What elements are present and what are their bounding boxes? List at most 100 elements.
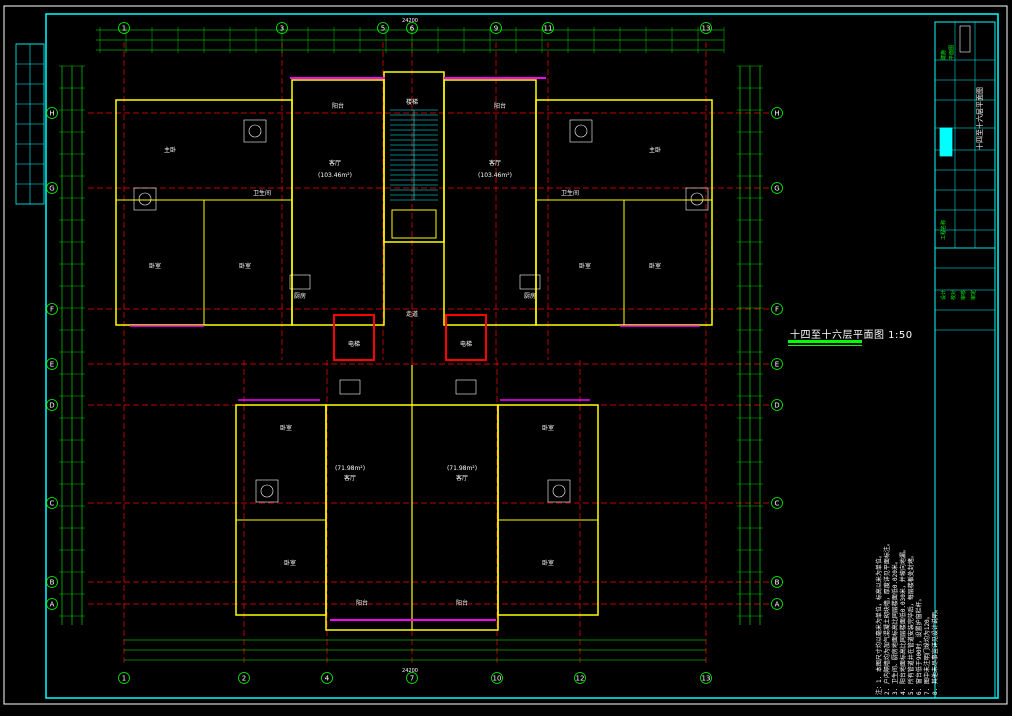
lift-shaft-right [445, 314, 487, 361]
grid-bubble-left-label: F [50, 306, 54, 314]
room-label: 阳台 [356, 599, 368, 607]
binding-cells [16, 43, 44, 185]
basin-fixture [138, 192, 152, 206]
grid-bubble-left [46, 598, 58, 610]
grid-bubble-right [771, 598, 783, 610]
title-underline [788, 340, 862, 343]
room-label: 卧室 [280, 424, 292, 432]
room-label: 卧室 [579, 262, 591, 270]
grid-bubble-top-label: 3 [280, 25, 284, 33]
grid-bubble-right [771, 358, 783, 370]
room-label: 客厅 [489, 159, 501, 167]
grid-bubble-right [771, 399, 783, 411]
room-label: 客厅 [329, 159, 341, 167]
grid-bubble-bottom [238, 672, 250, 684]
title-block-grid [935, 22, 995, 331]
basin-fixture [690, 192, 704, 206]
title-block-text: 平面图 [949, 44, 955, 60]
walls [115, 71, 713, 631]
title-block [934, 21, 996, 699]
grid-bubble-bottom [118, 672, 130, 684]
wall-lower-left-unit [235, 404, 327, 616]
grid-bubble-left-label: C [50, 500, 55, 508]
grid-bubble-left-label: D [49, 402, 54, 410]
room-label: 卧室 [149, 262, 161, 270]
title-block-text: 审定 [971, 289, 977, 300]
title-block-stamp [939, 127, 953, 157]
title-block-logo [959, 25, 971, 53]
grid-bubble-left [46, 358, 58, 370]
grid-bubble-left [46, 182, 58, 194]
fixtures [133, 119, 709, 503]
inner-frame [45, 13, 999, 699]
title-block-text: 设计 [941, 289, 947, 300]
room-label: 楼梯 [406, 98, 418, 106]
grid-bubble-right-label: F [775, 306, 779, 314]
grid-bubble-top-label: 13 [702, 25, 711, 33]
grid-bubble-top-label: 1 [122, 25, 126, 33]
title-block-text: 审核 [961, 289, 967, 300]
grid-bubble-bottom-label: 12 [576, 675, 585, 683]
grid-bubble-bottom [574, 672, 586, 684]
grid-bubble-left [46, 303, 58, 315]
grid-bubble-bottom-label: 2 [242, 675, 246, 683]
general-notes: 注：1. 本图尺寸均以毫米为单位，标高以米为单位。 2. 户内隔墙均为加气混凝土… [872, 240, 939, 700]
grid-bubble-top-label: 6 [410, 25, 415, 33]
title-block-text: 十四至十六层平面图 [976, 87, 984, 150]
grid-bubble-bottom-label: 7 [410, 675, 414, 683]
grid-bubble-top [276, 22, 288, 34]
grid-bubble-bottom [491, 672, 503, 684]
window-lines [130, 77, 700, 621]
toilet-fixture [243, 119, 267, 143]
grid-bubble-left-label: H [49, 110, 54, 118]
room-label: 电梯 [348, 340, 360, 348]
overall-dimension-bottom: 24200 [402, 668, 418, 674]
title-block-text: 建施 [941, 49, 947, 60]
kitchen-counter [519, 274, 541, 290]
grid-bubble-bottom [406, 672, 418, 684]
grid-bubble-top-label: 5 [381, 25, 385, 33]
title-block-text: 校对 [951, 289, 957, 300]
room-label: (71.98m²) [447, 465, 477, 472]
basin-fixture [574, 124, 588, 138]
room-label: 卫生间 [253, 189, 271, 197]
grid-bubble-right [771, 497, 783, 509]
kitchen-counter [289, 274, 311, 290]
grid-bubble-right-label: G [774, 185, 779, 193]
room-label: (103.46m²) [318, 172, 352, 179]
grid-bubble-right [771, 303, 783, 315]
grid-bubble-top [542, 22, 554, 34]
grid-bubble-top [490, 22, 502, 34]
door-frame [391, 209, 437, 239]
room-label: 客厅 [456, 474, 468, 482]
room-label: (103.46m²) [478, 172, 512, 179]
grid-bubble-bottom-label: 4 [325, 675, 330, 683]
kitchen-counter [339, 379, 361, 395]
room-label: 客厅 [344, 474, 356, 482]
toilet-fixture [547, 479, 571, 503]
basin-fixture [248, 124, 262, 138]
grid-bubble-bottom-label: 10 [493, 675, 502, 683]
lift-shaft-left [333, 314, 375, 361]
grid-bubble-right-label: H [774, 110, 779, 118]
toilet-fixture [255, 479, 279, 503]
grid-bubble-left [46, 107, 58, 119]
grid-bubble-right-label: C [775, 500, 780, 508]
grid-bubble-bottom-label: 1 [122, 675, 126, 683]
grid-bubble-top-label: 9 [494, 25, 498, 33]
grid-bubble-left-label: G [49, 185, 54, 193]
grid-bubble-right-label: E [775, 361, 779, 369]
grid-bubble-left-label: B [50, 579, 55, 587]
room-label: 阳台 [494, 102, 506, 110]
grid-bubble-left [46, 399, 58, 411]
room-label: 走道 [406, 310, 418, 318]
room-label: 电梯 [460, 340, 472, 348]
toilet-fixture [133, 187, 157, 211]
grid-bubble-bottom [321, 672, 333, 684]
grid-bubble-top [377, 22, 389, 34]
wall-upper-left-living [291, 79, 385, 326]
drawing-title: 十四至十六层平面图 1:50 [790, 330, 913, 341]
